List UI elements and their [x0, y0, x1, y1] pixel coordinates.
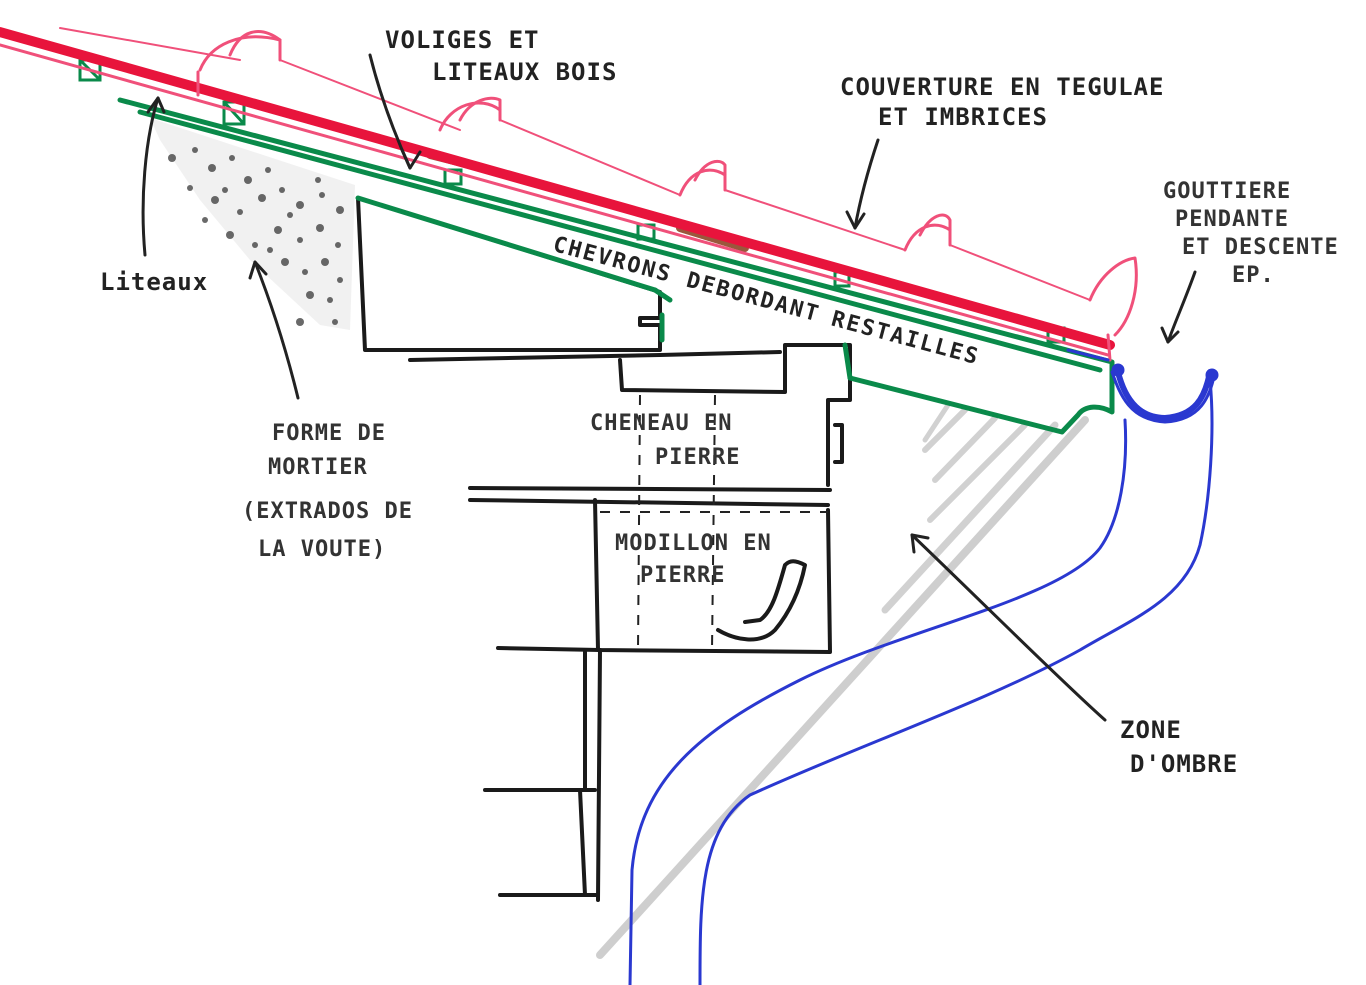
label-gouttiere-line1: GOUTTIERE — [1163, 179, 1291, 204]
label-couverture: COUVERTURE EN TEGULAE ET IMBRICES — [840, 73, 1164, 131]
label-liteaux: Liteaux — [100, 268, 208, 296]
label-cheneau-line2: PIERRE — [655, 445, 740, 470]
label-gouttiere-line2: PENDANTE — [1175, 207, 1289, 232]
label-zone: ZONE D'OMBRE — [1120, 716, 1238, 778]
stone-cornice — [356, 196, 852, 902]
construction-dashes — [600, 394, 828, 651]
label-voliges-line2: LITEAUX BOIS — [432, 58, 617, 86]
roof-tiles — [0, 27, 1138, 362]
leader-arrows — [141, 53, 1197, 722]
label-modillon-line1: MODILLON EN — [615, 531, 772, 556]
label-zone-line2: D'OMBRE — [1130, 750, 1238, 778]
label-voliges: VOLIGES ET LITEAUX BOIS — [385, 26, 617, 86]
label-zone-line1: ZONE — [1120, 716, 1182, 744]
label-forme: FORME DE MORTIER (EXTRADOS DE LA VOUTE) — [242, 421, 413, 562]
label-couverture-line2: ET IMBRICES — [878, 103, 1048, 131]
label-gouttiere-line3: ET DESCENTE — [1182, 235, 1339, 260]
label-forme-line3: (EXTRADOS DE — [242, 499, 413, 524]
label-couverture-line1: COUVERTURE EN TEGULAE — [840, 73, 1164, 101]
label-gouttiere-line4: EP. — [1232, 263, 1275, 288]
rafters-green — [117, 97, 1115, 435]
label-cheneau-line1: CHENEAU EN — [590, 411, 732, 436]
label-cheneau: CHENEAU EN PIERRE — [590, 411, 740, 470]
label-modillon: MODILLON EN PIERRE — [615, 531, 772, 588]
label-voliges-line1: VOLIGES ET — [385, 26, 540, 54]
label-forme-line1: FORME DE — [272, 421, 386, 446]
label-modillon-line2: PIERRE — [640, 563, 725, 588]
label-forme-line4: LA VOUTE) — [258, 537, 386, 562]
shadow-zone-hatching — [596, 402, 1089, 959]
label-gouttiere: GOUTTIERE PENDANTE ET DESCENTE EP. — [1163, 179, 1339, 288]
mortar-form-dots — [150, 118, 355, 330]
label-forme-line2: MORTIER — [268, 455, 368, 480]
gutter-downpipe — [628, 348, 1219, 985]
